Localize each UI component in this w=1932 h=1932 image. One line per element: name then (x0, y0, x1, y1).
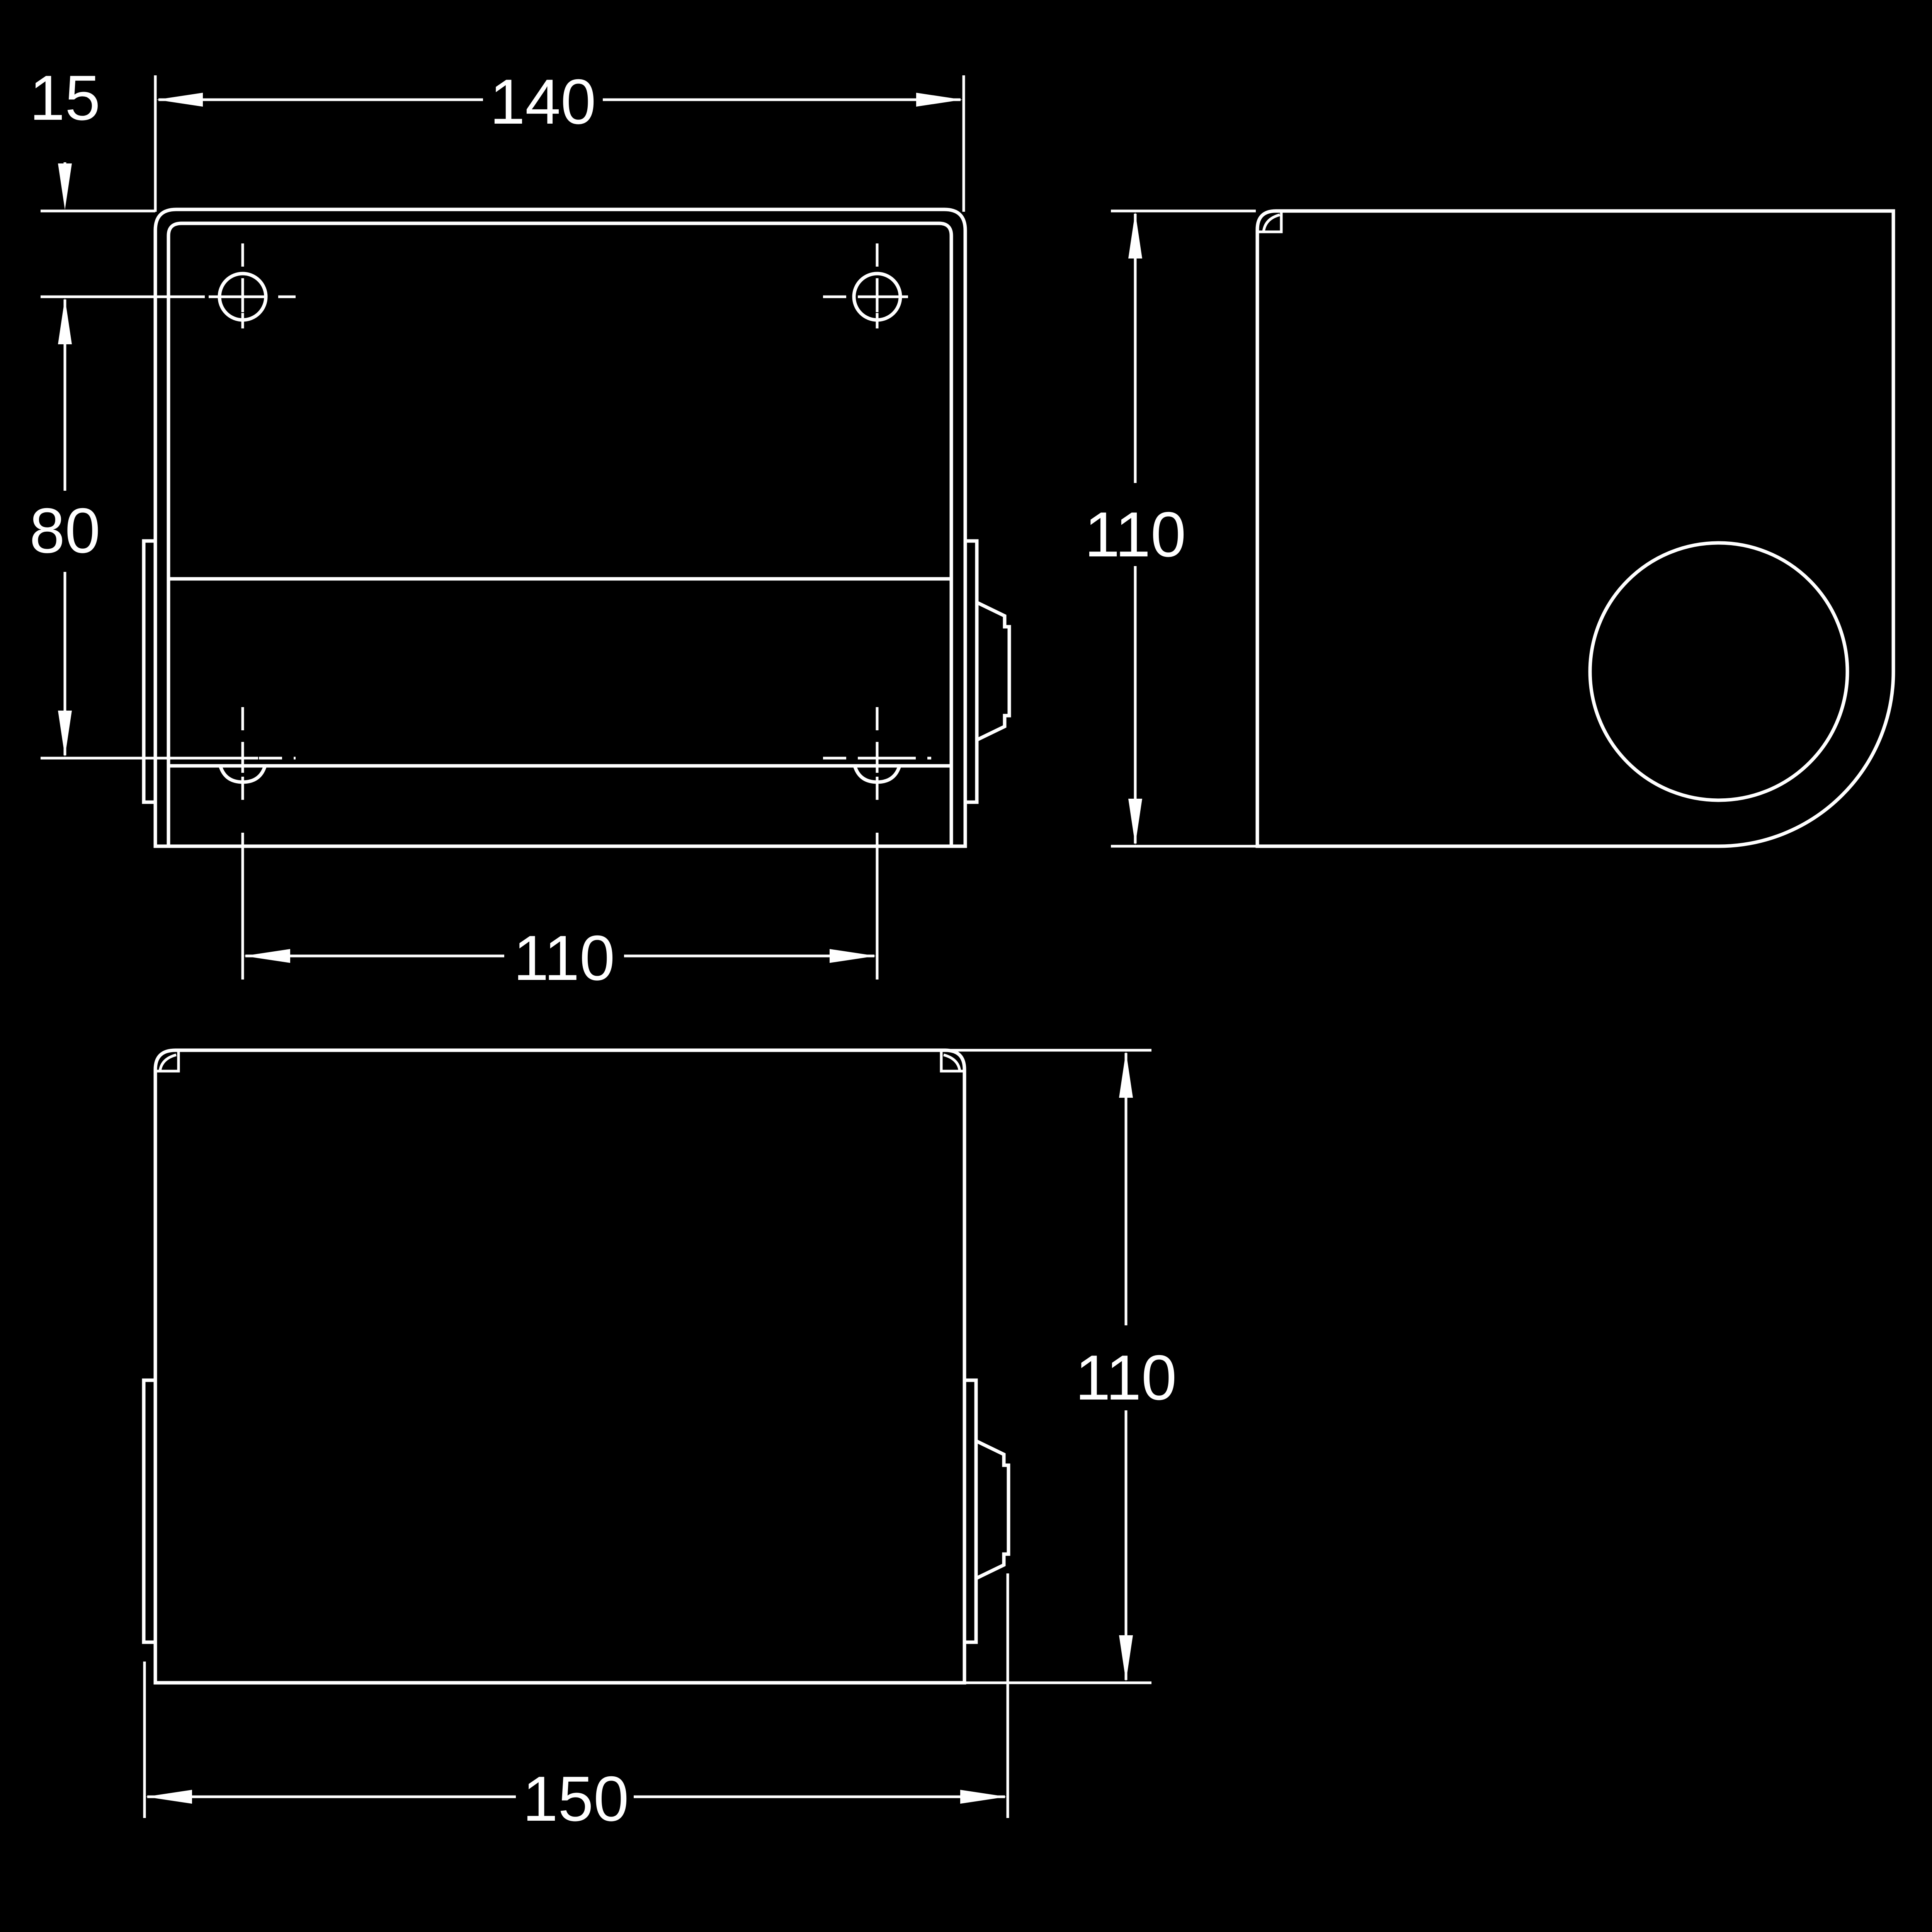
dimension-label-15: 15 (29, 62, 100, 133)
top-view (142, 1048, 1010, 1685)
dimension-label-140: 140 (490, 66, 596, 137)
front-right-bracket (963, 539, 979, 804)
arrow-head (58, 298, 72, 344)
top-outline (153, 1048, 966, 1685)
arrow-head (1128, 212, 1142, 259)
roll-outline (1588, 541, 1849, 802)
front-view (142, 207, 1011, 848)
dimension-label-110-front: 110 (513, 922, 615, 993)
side-view (1255, 209, 1895, 848)
arrow-head (58, 711, 72, 757)
front-handle (975, 600, 1011, 742)
top-handle (974, 1439, 1010, 1581)
side-dimensions: 110 (1084, 209, 1256, 848)
arrow-head (156, 93, 203, 107)
arrow-head (1128, 799, 1142, 845)
top-left-bracket (142, 1378, 157, 1644)
arrow-head (146, 1790, 192, 1804)
arrow-head (1119, 1051, 1133, 1098)
top-corner-detail-left (155, 1052, 180, 1073)
arrow-head (830, 949, 876, 963)
arrow-head (58, 163, 72, 210)
arrow-head (1119, 1635, 1133, 1682)
top-corner-detail-right (940, 1052, 964, 1073)
front-left-bracket (142, 539, 157, 804)
dimension-label-110-top: 110 (1075, 1342, 1177, 1413)
dimension-label-110-side: 110 (1084, 499, 1186, 570)
arrow-head (916, 93, 963, 107)
arrow-head (244, 949, 290, 963)
front-outer-outline (153, 207, 967, 848)
front-inner-outline (167, 221, 953, 848)
front-dimensions: 140 15 80 110 (29, 62, 965, 993)
top-right-bracket (963, 1378, 978, 1644)
arrow-head (960, 1790, 1007, 1804)
side-outline (1255, 209, 1895, 848)
dimension-label-80: 80 (29, 495, 100, 566)
top-dimensions: 110 150 (143, 1049, 1177, 1834)
dimension-label-150: 150 (522, 1763, 629, 1834)
side-corner-detail (1259, 213, 1283, 233)
